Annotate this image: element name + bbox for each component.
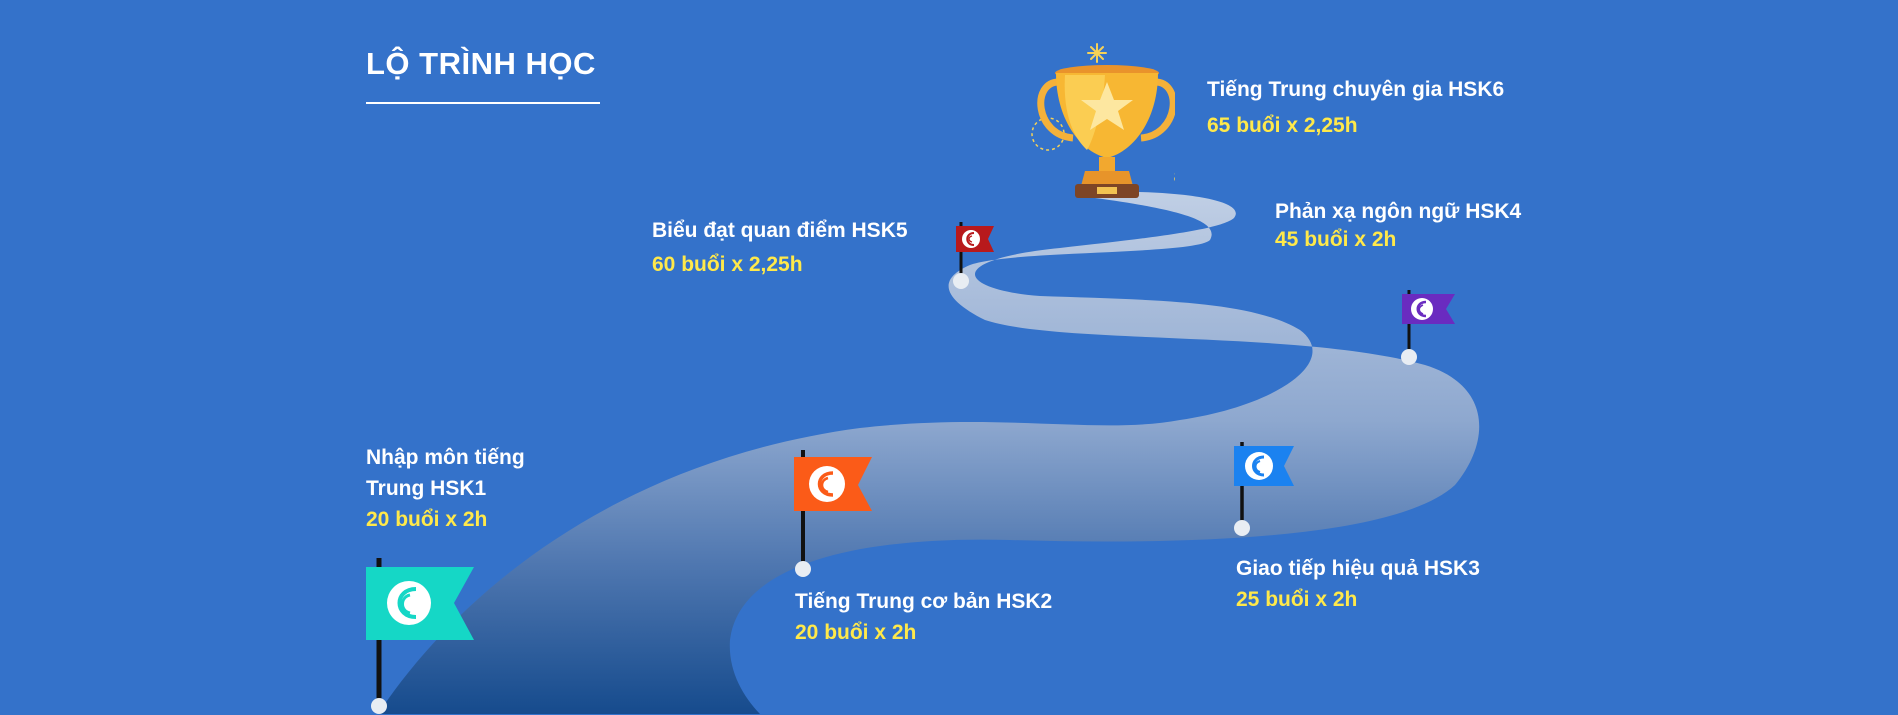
title-underline bbox=[366, 102, 600, 104]
brand-logo-icon bbox=[1411, 298, 1433, 320]
milestone-name: Trung HSK1 bbox=[366, 477, 487, 500]
trophy-icon bbox=[1031, 43, 1175, 198]
flag-hsk5[interactable] bbox=[952, 220, 1002, 295]
flag-hsk3[interactable] bbox=[1232, 440, 1302, 540]
milestone-name: Phản xạ ngôn ngữ HSK4 bbox=[1275, 200, 1522, 223]
brand-logo-icon bbox=[809, 466, 845, 502]
milestone-duration: 20 buổi x 2h bbox=[366, 508, 488, 531]
milestone-hsk2: Tiếng Trung cơ bản HSK2 20 buổi x 2h bbox=[795, 586, 1052, 648]
milestone-name: Giao tiếp hiệu quả HSK3 bbox=[1236, 557, 1480, 580]
milestone-hsk1: Nhập môn tiếng Trung HSK1 20 buổi x 2h bbox=[366, 442, 566, 535]
winding-road bbox=[378, 191, 1480, 714]
milestone-hsk4: Phản xạ ngôn ngữ HSK4 45 buổi x 2h bbox=[1275, 196, 1521, 255]
milestone-hsk5: Biểu đạt quan điểm HSK5 60 buổi x 2,25h bbox=[652, 215, 908, 280]
milestone-duration: 65 buổi x 2,25h bbox=[1207, 114, 1358, 137]
milestone-name: Nhập môn tiếng bbox=[366, 446, 525, 469]
flag-hsk2[interactable] bbox=[792, 448, 882, 583]
milestone-duration: 20 buổi x 2h bbox=[795, 621, 917, 644]
milestone-name: Biểu đạt quan điểm HSK5 bbox=[652, 219, 908, 242]
brand-logo-icon bbox=[1245, 452, 1273, 480]
page-title: LỘ TRÌNH HỌC bbox=[366, 46, 596, 81]
milestone-hsk3: Giao tiếp hiệu quả HSK3 25 buổi x 2h bbox=[1236, 553, 1480, 615]
flag-hsk4[interactable] bbox=[1400, 288, 1460, 368]
milestone-duration: 45 buổi x 2h bbox=[1275, 228, 1397, 251]
milestone-duration: 60 buổi x 2,25h bbox=[652, 253, 803, 276]
flag-hsk1[interactable] bbox=[364, 555, 474, 715]
brand-logo-icon bbox=[962, 230, 980, 248]
milestone-hsk6: Tiếng Trung chuyên gia HSK6 65 buổi x 2,… bbox=[1207, 74, 1504, 141]
milestone-name: Tiếng Trung chuyên gia HSK6 bbox=[1207, 78, 1505, 101]
milestone-duration: 25 buổi x 2h bbox=[1236, 588, 1358, 611]
brand-logo-icon bbox=[387, 581, 431, 625]
milestone-name: Tiếng Trung cơ bản HSK2 bbox=[795, 590, 1053, 613]
